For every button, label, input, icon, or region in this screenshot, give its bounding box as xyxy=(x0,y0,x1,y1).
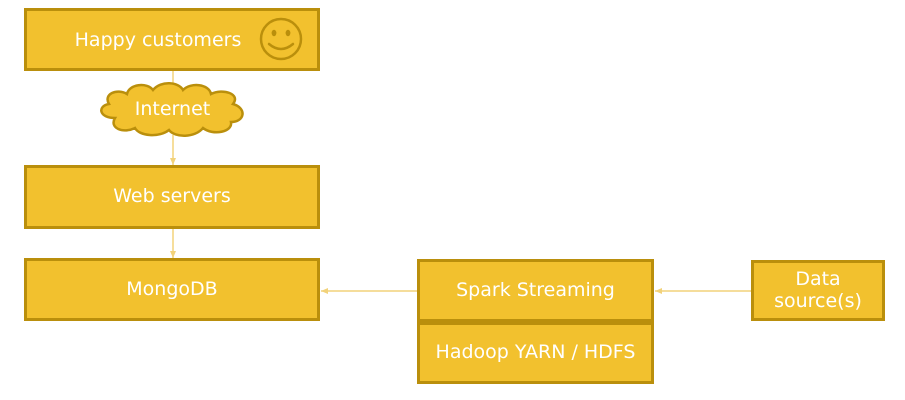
web-servers-label: Web servers xyxy=(113,185,231,208)
spark-streaming-box: Spark Streaming xyxy=(417,259,654,322)
smiley-face-icon xyxy=(259,17,303,61)
internet-cloud: Internet xyxy=(95,80,250,138)
hadoop-box: Hadoop YARN / HDFS xyxy=(417,322,654,384)
hadoop-label: Hadoop YARN / HDFS xyxy=(435,341,636,364)
mongodb-box: MongoDB xyxy=(24,258,320,321)
data-source-label-line2: source(s) xyxy=(774,289,862,312)
cloud-shape xyxy=(100,82,244,137)
data-source-box: Data source(s) xyxy=(751,260,885,321)
happy-customers-text: Happy customers xyxy=(74,28,242,51)
internet-label: Internet xyxy=(134,98,211,120)
mongodb-label: MongoDB xyxy=(126,277,218,300)
happy-customers-box xyxy=(24,8,320,71)
data-source-label-line1: Data xyxy=(795,267,841,290)
happy-customers-label: Happy customers xyxy=(24,8,320,71)
spark-streaming-label: Spark Streaming xyxy=(456,278,615,301)
web-servers-box: Web servers xyxy=(24,165,320,229)
